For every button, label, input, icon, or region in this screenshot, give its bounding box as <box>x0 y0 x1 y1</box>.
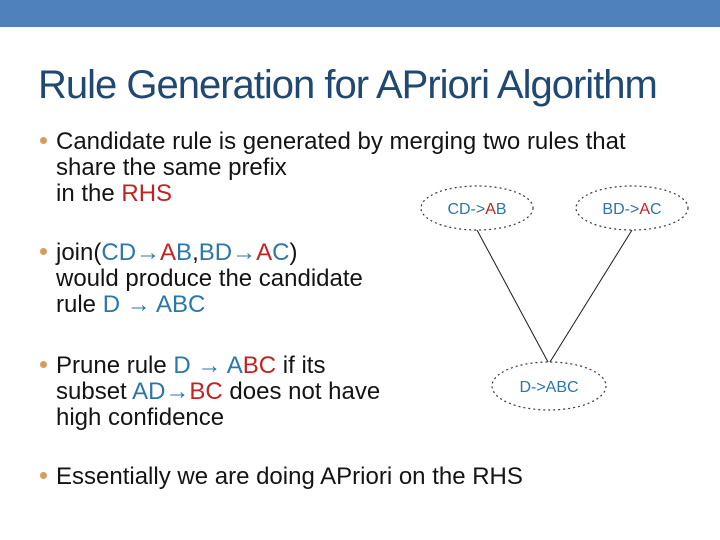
text-segment: would produce the candidate <box>56 265 363 292</box>
text-segment: Prune rule <box>56 352 174 379</box>
text-segment: A <box>639 201 650 218</box>
bullet-line: join(CD→AB,BD→AC) <box>56 240 363 266</box>
bullet-line: in the RHS <box>56 181 626 207</box>
diagram-edge <box>549 229 633 363</box>
text-segment: high confidence <box>56 404 225 431</box>
bullet-line: high confidence <box>56 405 380 431</box>
bullet-marker <box>40 361 47 368</box>
text-segment: share the same prefix <box>56 154 287 181</box>
text-segment: D → A <box>173 352 243 379</box>
text-segment: A <box>256 239 273 266</box>
text-segment: if its <box>276 352 326 379</box>
text-segment: A <box>160 239 177 266</box>
text-segment: BD-> <box>602 201 639 218</box>
bullet-marker <box>40 472 47 479</box>
text-segment: in the <box>56 180 122 207</box>
bullet-line: share the same prefix <box>56 155 626 181</box>
rule-merge-diagram: CD->AB BD->AC D->ABC <box>420 185 689 411</box>
bullet-line: Essentially we are doing APriori on the … <box>56 464 523 490</box>
text-segment: A <box>485 201 496 218</box>
text-segment: does not have <box>222 378 381 405</box>
text-segment: , <box>192 239 199 266</box>
text-segment: C <box>272 239 290 266</box>
diagram-node-label: BD->AC <box>602 201 661 218</box>
text-segment: B <box>176 239 193 266</box>
text-segment: CD→ <box>101 239 161 266</box>
bullet-marker <box>40 248 47 255</box>
text-segment: Candidate rule is generated by merging t… <box>56 128 626 155</box>
bullet-item-2: join(CD→AB,BD→AC) would produce the cand… <box>38 240 363 318</box>
text-segment: C <box>650 201 662 218</box>
bullet-line: Prune rule D → ABC if its <box>56 353 380 379</box>
text-segment: RHS <box>121 180 173 207</box>
bullet-line: would produce the candidate <box>56 266 363 292</box>
text-segment: ) <box>289 239 298 266</box>
bullet-item-3: Prune rule D → ABC if its subset AD→BC d… <box>38 353 380 431</box>
text-segment: rule <box>56 291 103 318</box>
bullet-line: Candidate rule is generated by merging t… <box>56 129 626 155</box>
text-segment: Essentially we are doing APriori on the … <box>56 463 523 490</box>
bullet-text: Prune rule D → ABC if its subset AD→BC d… <box>56 353 380 431</box>
bullet-item-4: Essentially we are doing APriori on the … <box>38 464 523 490</box>
text-segment: join( <box>56 239 102 266</box>
diagram-node-label: D->ABC <box>519 379 578 396</box>
text-segment: AD→ <box>132 378 190 405</box>
bullet-text: Essentially we are doing APriori on the … <box>56 464 523 490</box>
bullet-text: join(CD→AB,BD→AC) would produce the cand… <box>56 240 363 318</box>
text-segment: BC <box>189 378 223 405</box>
bullet-item-1: Candidate rule is generated by merging t… <box>38 129 626 207</box>
text-segment: D->ABC <box>519 379 578 396</box>
text-segment: D → ABC <box>102 291 206 318</box>
text-segment: subset <box>56 378 133 405</box>
bullet-line: subset AD→BC does not have <box>56 379 380 405</box>
text-segment: BD→ <box>198 239 257 266</box>
text-segment: B <box>496 201 507 218</box>
diagram-node-ellipse <box>491 361 607 411</box>
bullet-line: rule D → ABC <box>56 292 363 318</box>
bullet-text: Candidate rule is generated by merging t… <box>56 129 626 207</box>
bullet-marker <box>40 137 47 144</box>
diagram-node-label: CD->AB <box>447 201 506 218</box>
slide-title: Rule Generation for APriori Algorithm <box>38 63 658 107</box>
diagram-node-ellipse <box>420 185 534 231</box>
header-band <box>0 0 720 27</box>
text-segment: CD-> <box>447 201 485 218</box>
text-segment: BC <box>242 352 277 379</box>
diagram-edge <box>476 229 549 363</box>
diagram-node-ellipse <box>575 185 689 231</box>
